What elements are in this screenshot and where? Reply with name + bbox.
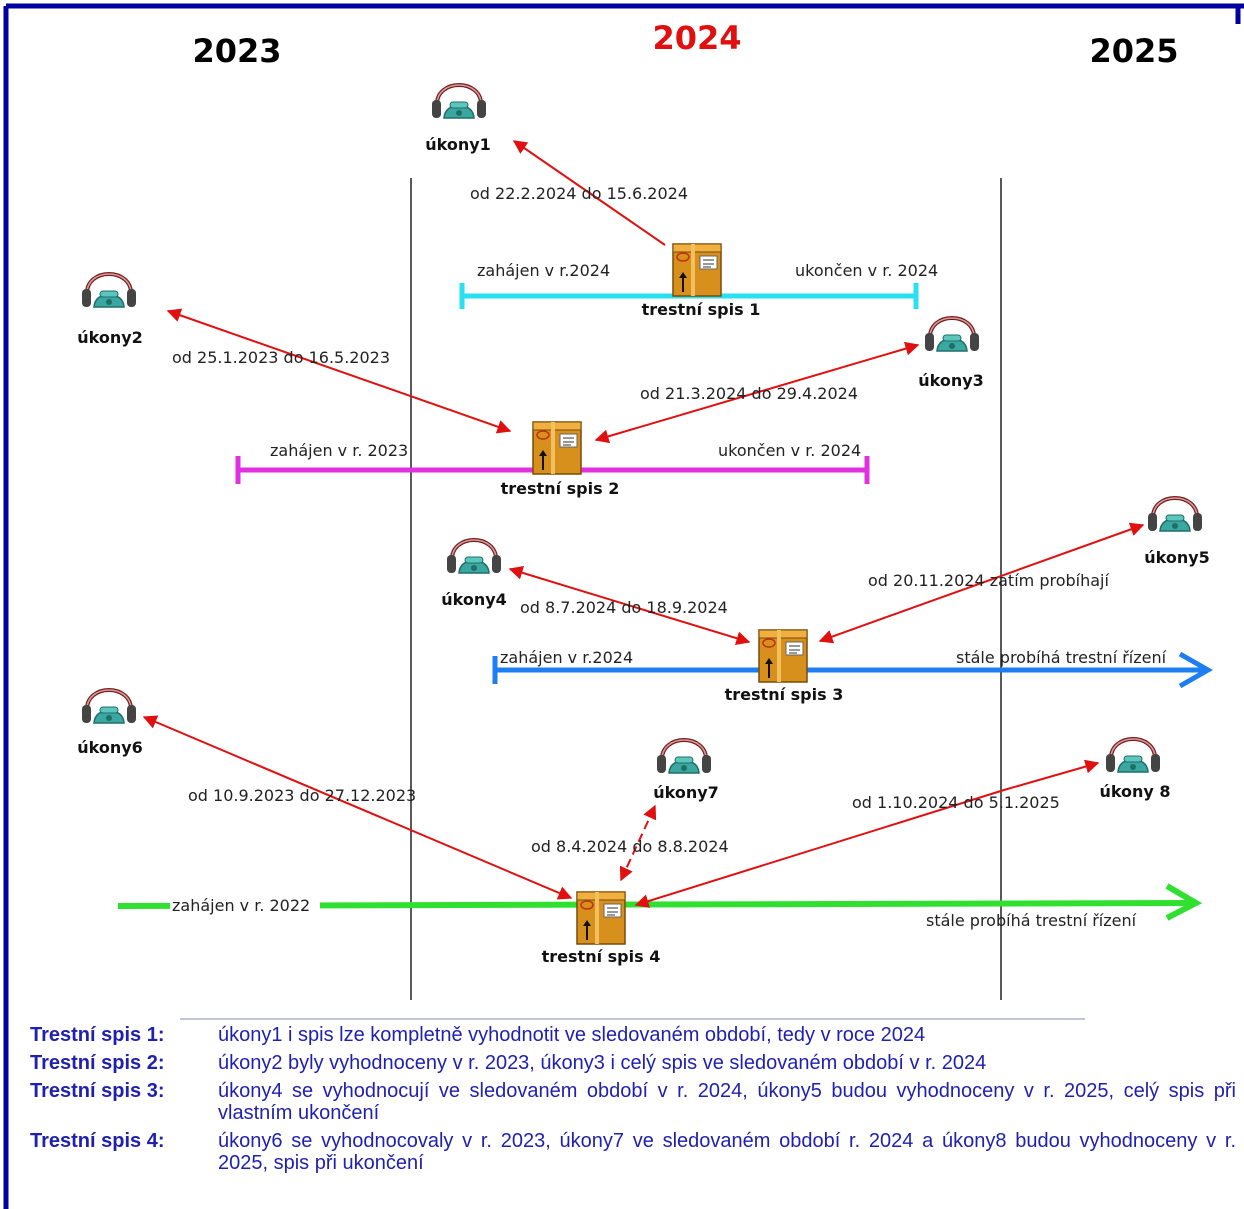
note-key: Trestní spis 3 (30, 1080, 158, 1102)
case-file-box-icon (531, 420, 583, 476)
year-2023-label: 2023 (192, 32, 281, 70)
period-ukony3: od 21.3.2024 do 29.4.2024 (640, 384, 858, 403)
headset-phone-icon (655, 738, 713, 775)
case-file-box-icon (575, 890, 627, 946)
arrow-ukony3 (594, 341, 920, 444)
headset-phone-icon (1146, 496, 1204, 533)
note-key: Trestní spis 2 (30, 1052, 158, 1074)
spis3-end-label: stále probíhá trestní řízení (956, 648, 1167, 667)
note-key: Trestní spis 4 (30, 1130, 158, 1152)
ukony5-label: úkony5 (1144, 548, 1210, 567)
note-spis1: Trestní spis 1: úkony1 i spis lze komple… (30, 1024, 1236, 1046)
notes-section: Trestní spis 1: úkony1 i spis lze komple… (30, 1024, 1236, 1180)
ukony3-label: úkony3 (918, 371, 984, 390)
period-ukony4: od 8.7.2024 do 18.9.2024 (520, 598, 728, 617)
spis3-start-label: zahájen v r.2024 (500, 648, 633, 667)
note-sep: : (157, 1130, 165, 1152)
period-ukony2: od 25.1.2023 do 16.5.2023 (172, 348, 390, 367)
headset-phone-icon (445, 538, 503, 575)
note-spis4: Trestní spis 4: úkony6 se vyhodnocovaly … (30, 1130, 1236, 1174)
note-text: úkony1 i spis lze kompletně vyhodnotit v… (218, 1024, 926, 1046)
period-ukony7: od 8.4.2024 do 8.8.2024 (531, 837, 729, 856)
arrow-ukony8 (634, 759, 1100, 908)
ukony1-label: úkony1 (425, 135, 491, 154)
headset-phone-icon (430, 83, 488, 120)
arrow-ukony2 (166, 308, 512, 434)
arrow-ukony6 (142, 715, 573, 900)
note-key: Trestní spis 1 (30, 1024, 158, 1046)
ukony4-label: úkony4 (441, 590, 507, 609)
spis1-start-label: zahájen v r.2024 (477, 261, 610, 280)
arrow-ukony4 (508, 565, 751, 646)
year-2025-label: 2025 (1089, 32, 1178, 70)
period-ukony5: od 20.11.2024 zatím probíhají (868, 571, 1109, 590)
case-file-box-icon (757, 628, 809, 684)
spis2-caption: trestní spis 2 (501, 479, 620, 498)
arrow-ukony5 (818, 522, 1145, 644)
note-text: úkony6 se vyhodnocovaly v r. 2023, úkony… (218, 1130, 1236, 1174)
ukony8-label: úkony 8 (1099, 782, 1170, 801)
headset-phone-icon (923, 316, 981, 353)
ukony2-label: úkony2 (77, 328, 143, 347)
year-2024-label: 2024 (652, 19, 741, 57)
note-sep: : (157, 1052, 165, 1074)
spis3-bar (492, 651, 1214, 689)
ukony7-label: úkony7 (653, 783, 719, 802)
period-ukony1: od 22.2.2024 do 15.6.2024 (470, 184, 688, 203)
spis2-start-label: zahájen v r. 2023 (270, 441, 408, 460)
spis3-caption: trestní spis 3 (725, 685, 844, 704)
case-file-box-icon (671, 242, 723, 298)
note-spis2: Trestní spis 2: úkony2 byly vyhodnoceny … (30, 1052, 1236, 1074)
period-ukony8: od 1.10.2024 do 5.1.2025 (852, 793, 1060, 812)
ukony6-label: úkony6 (77, 738, 143, 757)
spis4-start-label: zahájen v r. 2022 (172, 896, 310, 915)
spis1-caption: trestní spis 1 (642, 300, 761, 319)
spis1-end-label: ukončen v r. 2024 (795, 261, 938, 280)
headset-phone-icon (80, 272, 138, 309)
spis4-end-label: stále probíhá trestní řízení (926, 911, 1137, 930)
note-text: úkony2 byly vyhodnoceny v r. 2023, úkony… (218, 1052, 987, 1074)
period-ukony6: od 10.9.2023 do 27.12.2023 (188, 786, 416, 805)
note-sep: : (157, 1024, 165, 1046)
headset-phone-icon (1104, 737, 1162, 774)
note-spis3: Trestní spis 3: úkony4 se vyhodnocují ve… (30, 1080, 1236, 1124)
note-sep: : (157, 1080, 165, 1102)
spis2-end-label: ukončen v r. 2024 (718, 441, 861, 460)
note-text: úkony4 se vyhodnocují ve sledovaném obdo… (218, 1080, 1236, 1124)
headset-phone-icon (80, 688, 138, 725)
arrow-ukony1 (512, 140, 666, 246)
spis4-caption: trestní spis 4 (542, 947, 661, 966)
